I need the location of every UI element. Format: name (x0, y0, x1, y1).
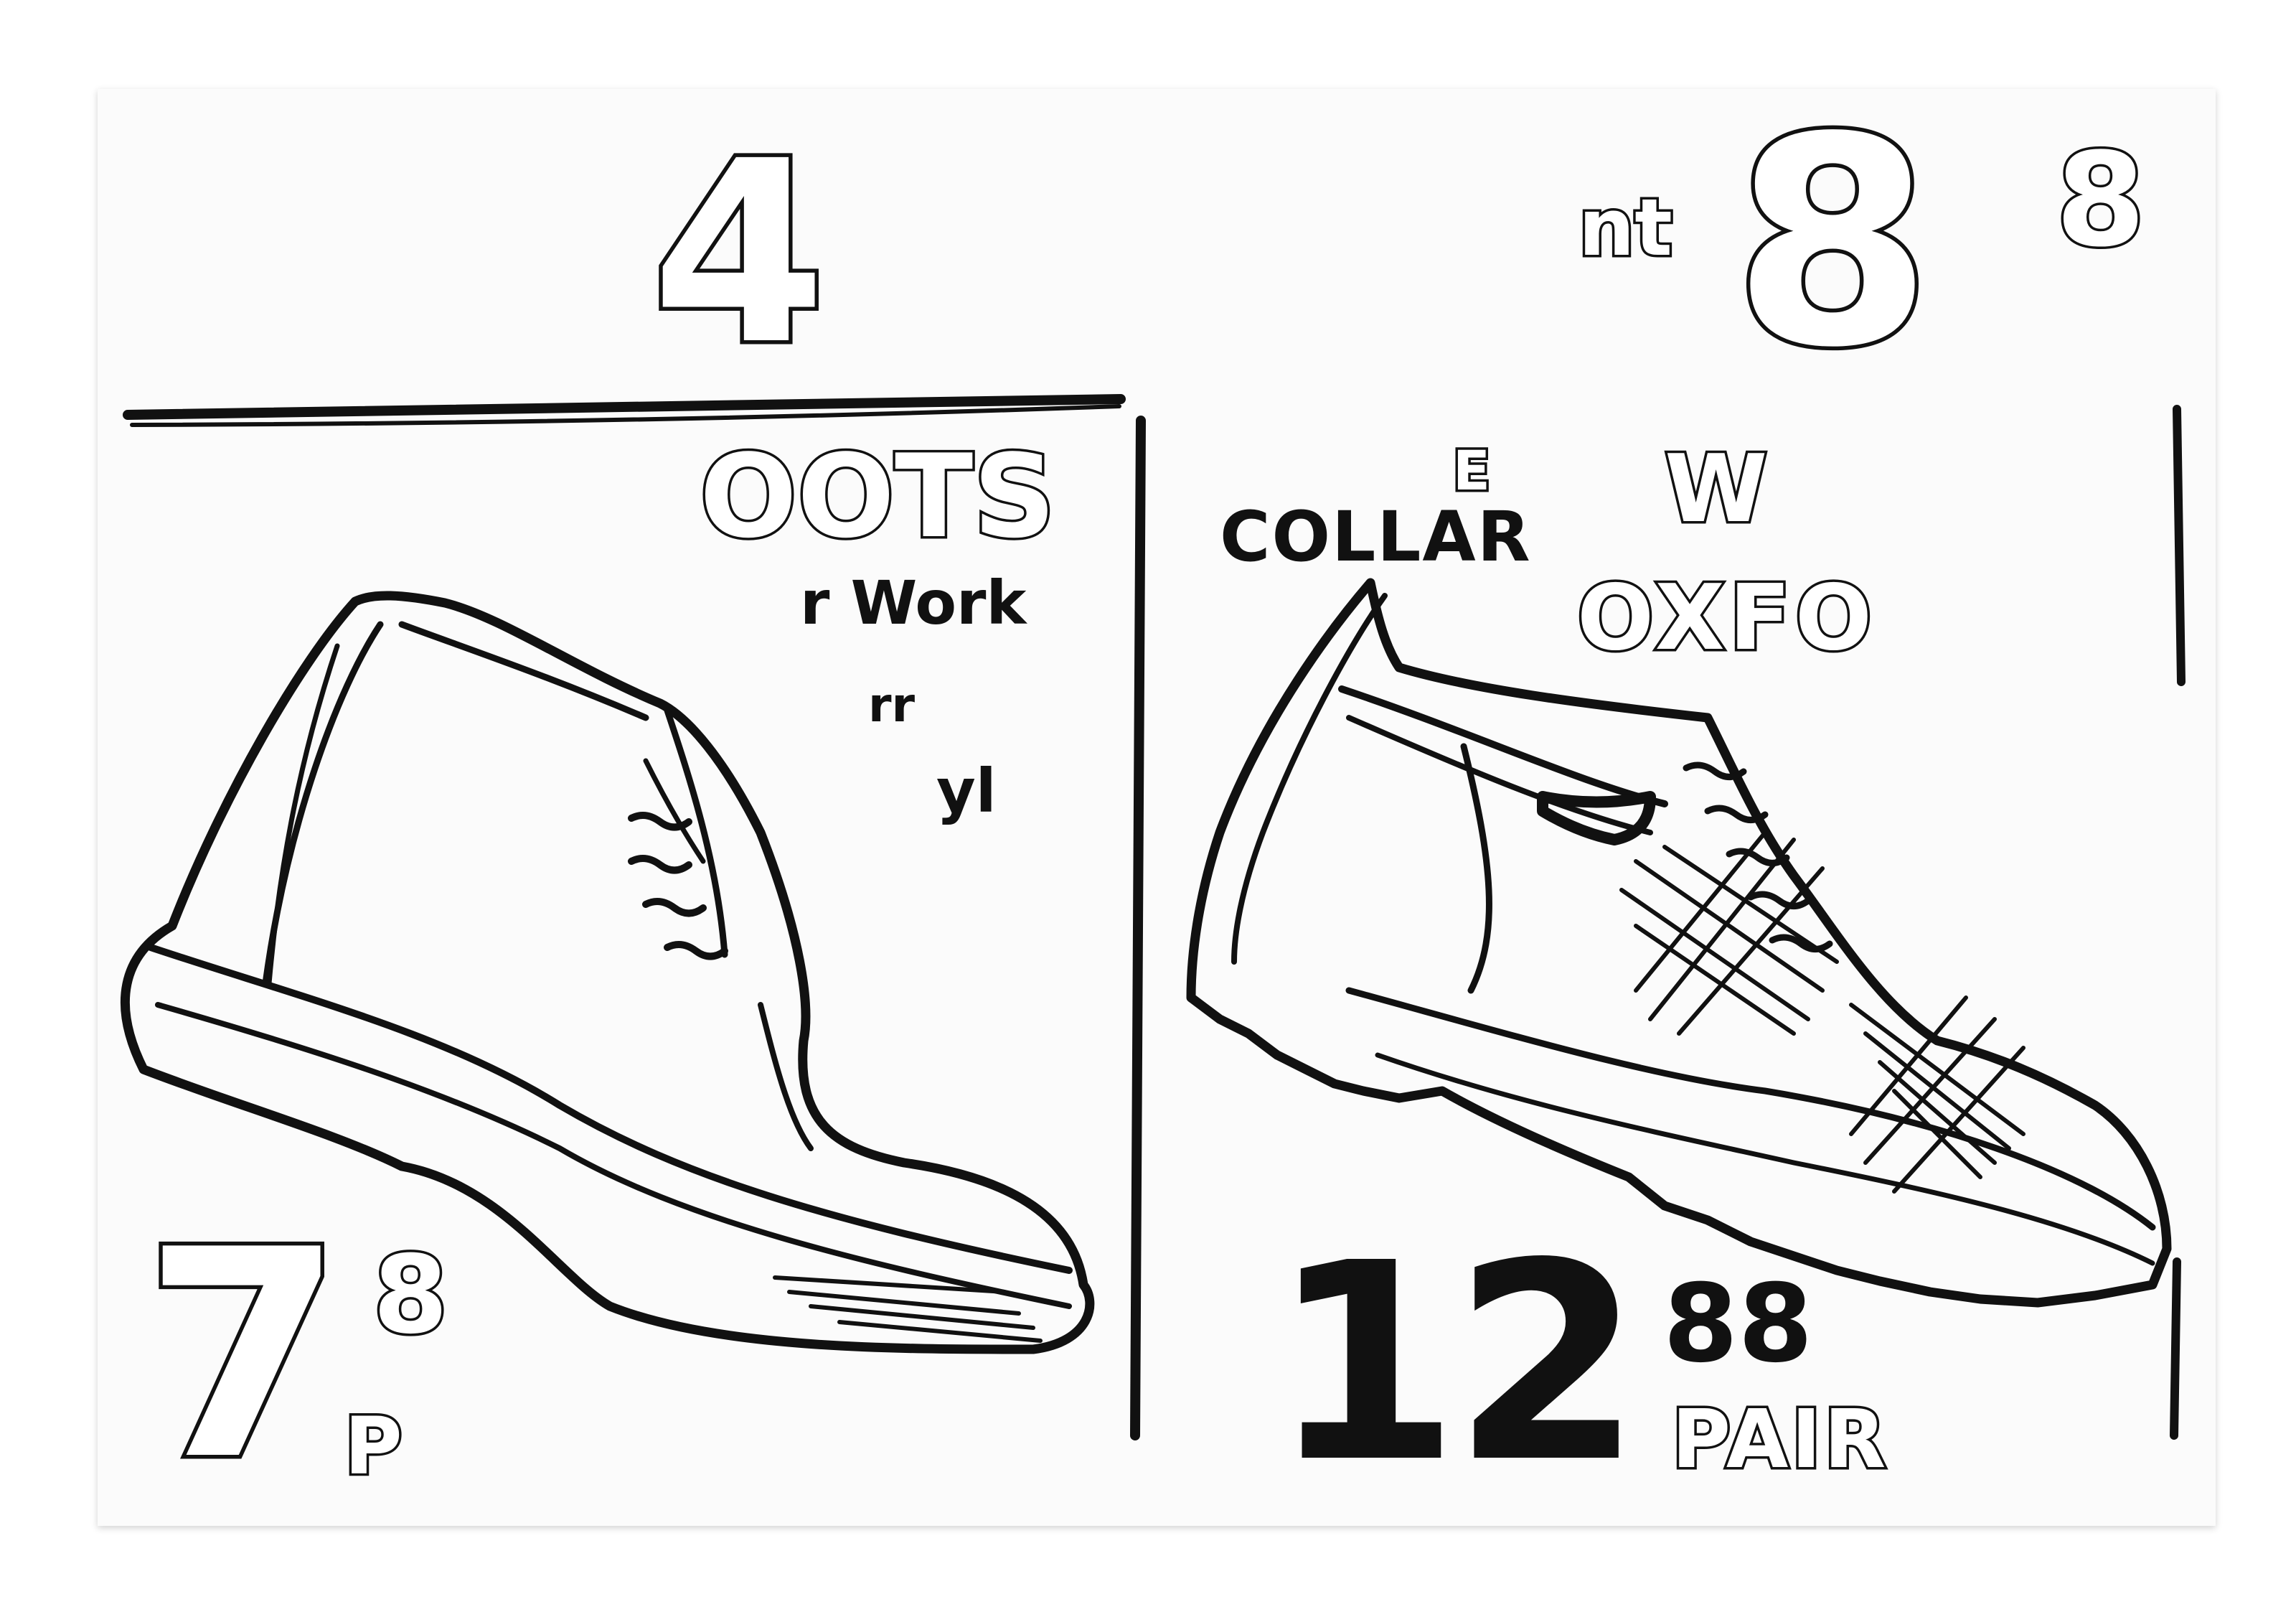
number-8-small: 8 (2053, 126, 2147, 276)
boot-drawing-icon (120, 591, 1095, 1354)
price-right-main: 12 (1270, 1204, 1642, 1522)
paper-sheet (98, 89, 2216, 1526)
price-left-superscript: 8 (370, 1233, 450, 1358)
e-fragment: E (1451, 439, 1493, 502)
oots-fragment: OOTS (697, 429, 1058, 563)
number-8-large: 8 (1728, 77, 1936, 411)
pair-label: PAIR (1669, 1393, 1889, 1486)
right-edge-line-bottom (2170, 1257, 2181, 1440)
oxford-shoe-drawing-icon (1186, 578, 2172, 1308)
right-edge-line-top (2173, 405, 2186, 686)
nt-fragment: nt (1576, 182, 1675, 273)
price-left-main: 7 (139, 1189, 347, 1523)
collar-fragment: COLLAR (1220, 497, 1532, 577)
r-work-fragment: r Work (800, 568, 1027, 638)
price-left-p-fragment: P (342, 1400, 405, 1492)
price-right-cents: 88 (1663, 1262, 1813, 1387)
center-divider-line (1130, 416, 1146, 1440)
w-fragment: W (1662, 434, 1769, 543)
top-rule-line-rough (130, 404, 1121, 427)
oxfo-fragment: OXFO (1575, 565, 1876, 670)
yl-fragment: yl (936, 756, 997, 826)
rr-fragment: rr (868, 678, 916, 733)
number-4: 4 (648, 107, 831, 400)
top-rule-line (123, 394, 1126, 420)
